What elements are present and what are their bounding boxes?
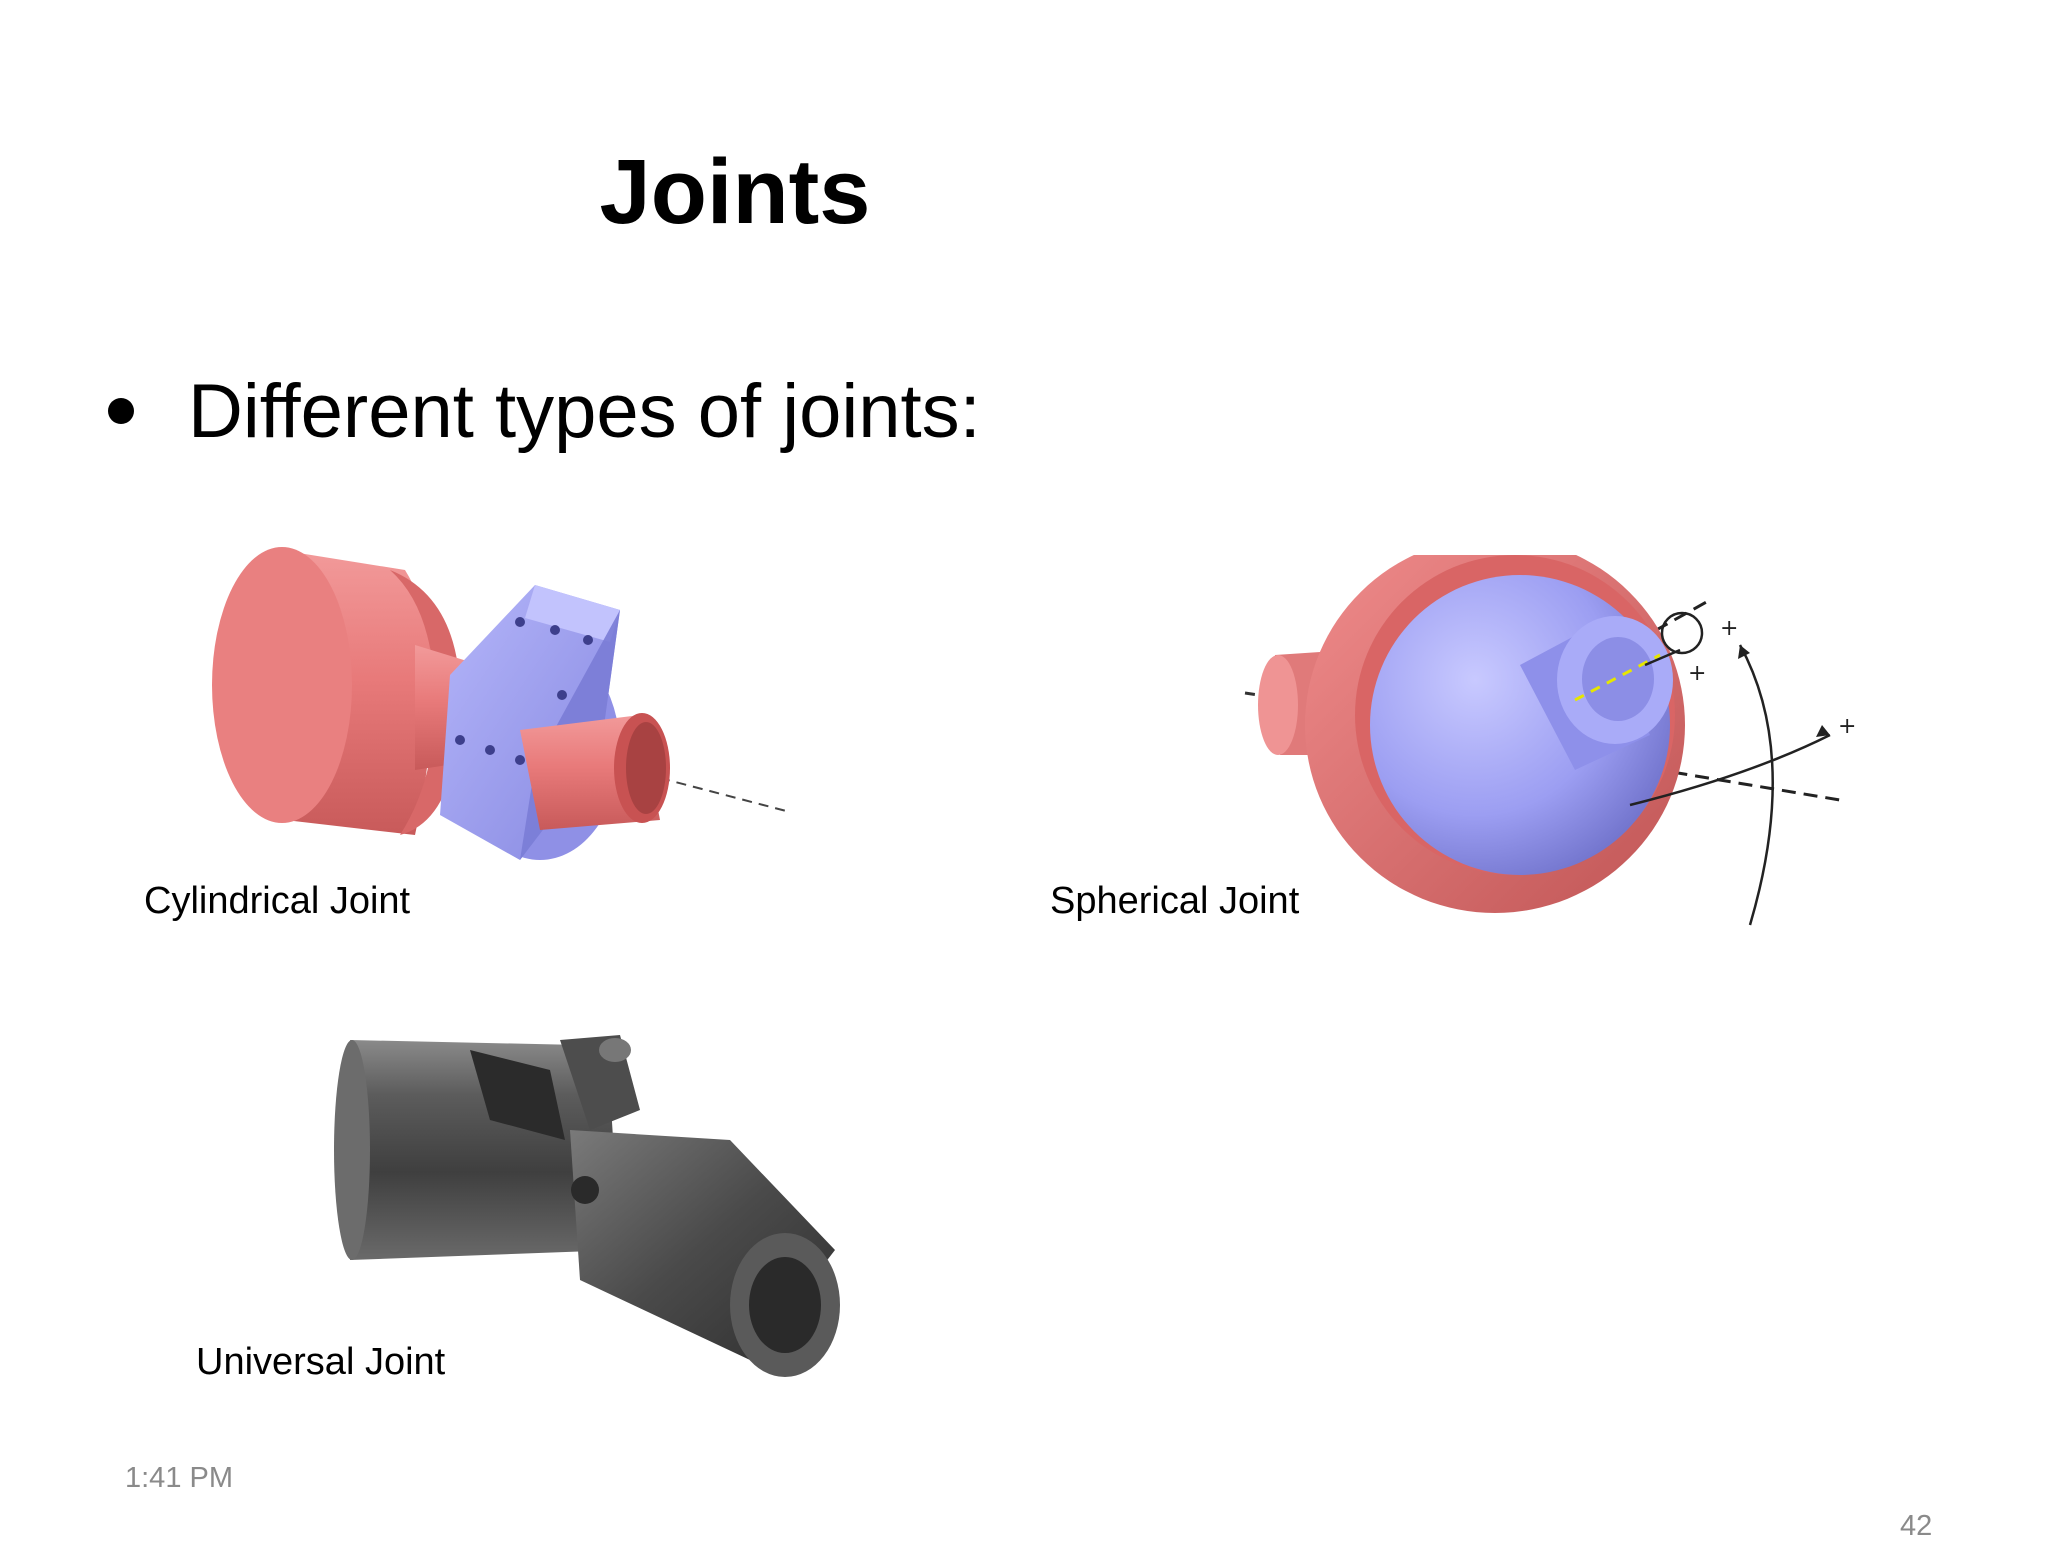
bullet-text: Different types of joints: bbox=[188, 369, 981, 454]
slide-number: 42 bbox=[1900, 1510, 1933, 1542]
universal-joint-figure bbox=[330, 1020, 850, 1385]
footer-time: 1:41 PM bbox=[125, 1462, 233, 1494]
svg-text:+: + bbox=[1838, 714, 1856, 739]
svg-text:+: + bbox=[1720, 616, 1738, 641]
spherical-joint-figure: + + + bbox=[1230, 537, 1870, 940]
cylindrical-joint-label: Cylindrical Joint bbox=[144, 880, 411, 922]
cylindrical-joint-figure bbox=[190, 530, 810, 875]
universal-joint-label: Universal Joint bbox=[196, 1341, 446, 1383]
universal-joint-illustration bbox=[334, 1035, 840, 1377]
slide-title: Joints bbox=[599, 141, 871, 243]
spherical-joint-label: Spherical Joint bbox=[1050, 880, 1300, 922]
spherical-joint-illustration: + + + bbox=[1244, 537, 1856, 926]
svg-text:+: + bbox=[1688, 661, 1706, 686]
cylindrical-joint-illustration bbox=[212, 547, 791, 860]
bullet-icon bbox=[108, 398, 134, 424]
